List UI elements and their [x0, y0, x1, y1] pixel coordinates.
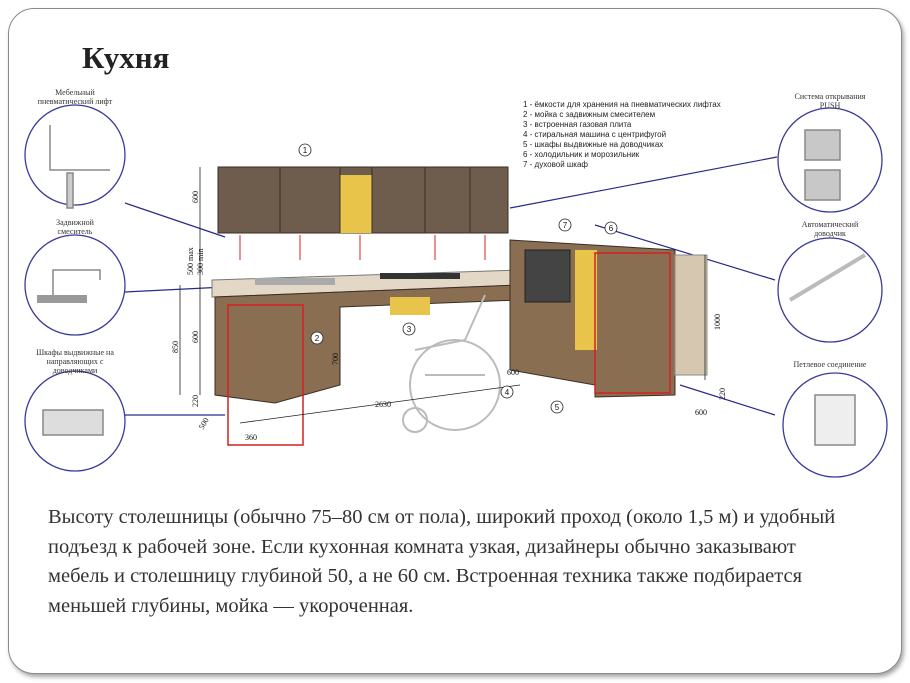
dim-upper: 600 — [191, 191, 200, 203]
marker-7: 7 — [563, 221, 568, 230]
mixer-detail-circle — [24, 234, 126, 336]
marker-3: 3 — [407, 325, 412, 334]
marker-2: 2 — [315, 334, 320, 343]
marker-1: 1 — [303, 146, 308, 155]
dim-total: 850 — [171, 341, 180, 353]
dim-tall: 1000 — [713, 314, 722, 330]
diagram-legend: 1 - ёмкости для хранения на пневматическ… — [523, 100, 723, 169]
dim-depth-left: 500 — [197, 416, 211, 431]
gas-hob — [380, 273, 460, 279]
dim-base: 600 — [191, 331, 200, 343]
dim-depth-mid: 600 — [507, 368, 519, 377]
closer-detail-circle — [777, 237, 883, 343]
dim-gap-min: 300 min — [196, 249, 205, 275]
callout-lines — [124, 156, 778, 416]
slide-body-text: Высоту столешницы (обычно 75–80 см от по… — [48, 506, 836, 617]
dim-plinth: 220 — [191, 395, 200, 407]
dim-length: 2630 — [375, 400, 391, 409]
side-rack — [674, 254, 708, 376]
shelf-unit — [575, 250, 597, 350]
dim-width-left: 360 — [245, 433, 257, 442]
fridge-outline — [594, 252, 671, 394]
washing-machine-panel — [390, 297, 430, 315]
upper-cabinets — [217, 166, 509, 234]
marker-6: 6 — [609, 224, 614, 233]
dim-knee: 700 — [331, 353, 340, 365]
dim-plinth-right: 220 — [718, 388, 727, 400]
dim-depth-right: 600 — [695, 408, 707, 417]
wheelchair-illustration — [402, 294, 501, 433]
slide-title: Кухня — [82, 40, 170, 75]
marker-4: 4 — [505, 388, 510, 397]
sink — [255, 278, 335, 285]
lift-indicators — [239, 235, 486, 260]
dim-gap-max: 500 max — [186, 247, 195, 275]
marker-5: 5 — [555, 403, 560, 412]
dimension-lines — [179, 167, 706, 424]
oven — [524, 249, 571, 303]
drawer-outline — [227, 304, 304, 446]
lift-detail-circle — [24, 104, 126, 206]
caption-hinge: Петлевое соединение — [794, 360, 867, 369]
